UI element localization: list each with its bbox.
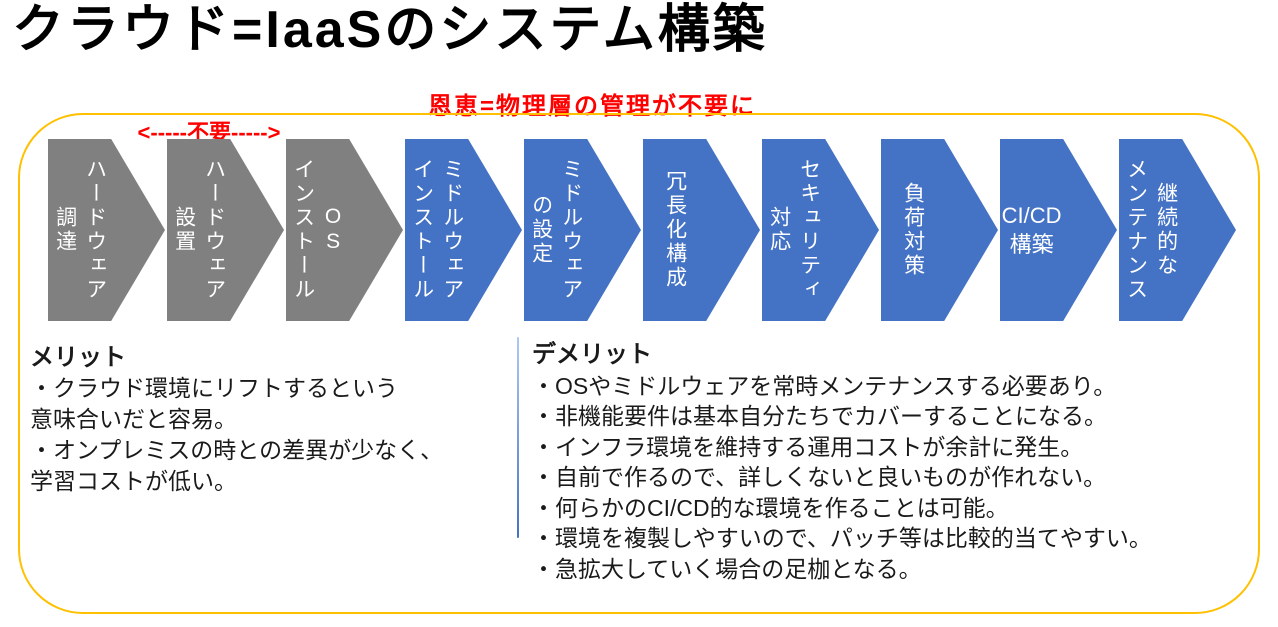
- demerit-lines: ・OSやミドルウェアを常時メンテナンスする必要あり。・非機能要件は基本自分たちで…: [532, 371, 1244, 585]
- merit-line: 意味合いだと容易。: [30, 406, 237, 432]
- process-step-5: ミドルウェアの設定: [524, 139, 641, 321]
- process-step-label: セキュリティ対応: [767, 158, 821, 302]
- demerit-line: ・OSやミドルウェアを常時メンテナンスする必要あり。: [532, 372, 1117, 399]
- demerit-line: ・急拡大していく場合の足枷となる。: [532, 555, 922, 582]
- demerit-line: ・インフラ環境を維持する運用コストが余計に発生。: [532, 433, 1084, 460]
- process-step-6: 冗長化構成: [643, 139, 760, 321]
- divider-line: [517, 337, 519, 538]
- process-step-10: 継続的なメンテナンス: [1119, 139, 1236, 321]
- merit-lines: ・クラウド環境にリフトするという意味合いだと容易。・オンプレミスの時との差異が少…: [30, 373, 512, 497]
- demerit-line: ・非機能要件は基本自分たちでカバーすることになる。: [532, 403, 1107, 429]
- process-step-4: ミドルウェアインストール: [405, 139, 522, 321]
- process-step-label: ハードウェア設置: [172, 158, 226, 302]
- process-step-label: ハードウェア調達: [53, 158, 107, 302]
- demerit-line: ・環境を複製しやすいので、パッチ等は比較的当てやすい。: [532, 525, 1152, 551]
- merit-line: ・オンプレミスの時との差異が少なく、: [30, 437, 444, 463]
- process-step-label: ミドルウェアの設定: [529, 158, 583, 302]
- process-step-label: 冗長化構成: [663, 170, 687, 290]
- merit-line: ・クラウド環境にリフトするという: [30, 375, 398, 401]
- process-step-8: 負荷対策: [881, 139, 998, 321]
- merit-heading: メリット: [30, 344, 126, 371]
- outline-frame: [18, 113, 1260, 614]
- demerit-line: ・自前で作るので、詳しくないと良いものが作れない。: [532, 464, 1107, 490]
- process-step-2: ハードウェア設置: [167, 139, 284, 321]
- demerit-heading: デメリット: [532, 341, 652, 368]
- demerit-section: デメリット ・OSやミドルウェアを常時メンテナンスする必要あり。・非機能要件は基…: [532, 340, 1244, 584]
- process-step-label: 継続的なメンテナンス: [1124, 158, 1178, 302]
- process-step-label: 負荷対策: [901, 182, 925, 278]
- process-step-label: ミドルウェアインストール: [410, 158, 464, 302]
- merit-section: メリット ・クラウド環境にリフトするという意味合いだと容易。・オンプレミスの時と…: [30, 342, 512, 497]
- merit-line: 学習コストが低い。: [30, 468, 237, 494]
- process-step-1: ハードウェア調達: [48, 139, 165, 321]
- page-title: クラウド=IaaSのシステム構築: [12, 1, 768, 59]
- process-step-7: セキュリティ対応: [762, 139, 879, 321]
- demerit-line: ・何らかのCI/CD的な環境を作ることは可能。: [532, 494, 1009, 521]
- benefit-annotation: 恩恵=物理層の管理が不要に: [428, 93, 757, 120]
